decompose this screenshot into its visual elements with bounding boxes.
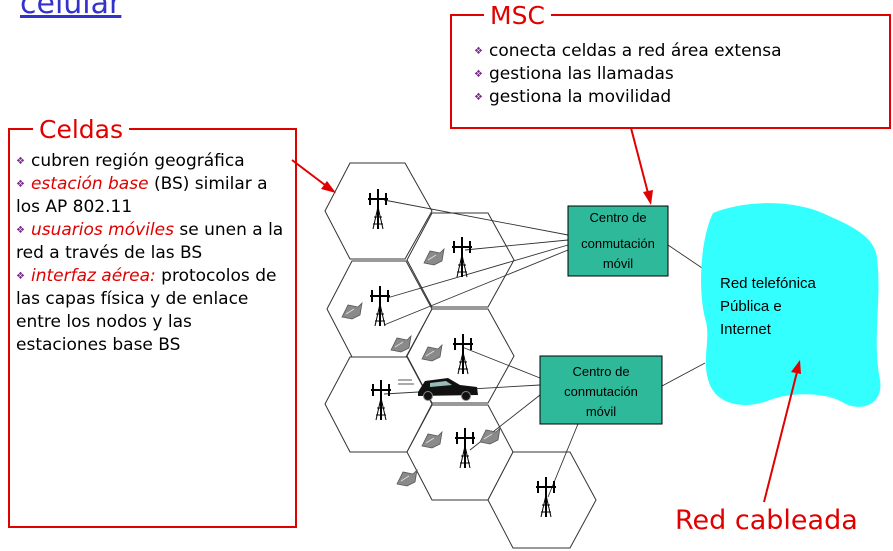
hex-cell: [324, 356, 433, 453]
arrowhead-icon: [791, 360, 801, 374]
cloud-line3: Internet: [720, 321, 772, 338]
celdas-heading: Celdas: [33, 117, 129, 142]
hex-cell: [487, 451, 597, 549]
red-arrows: [291, 127, 801, 503]
mobile-phone-icon: [396, 469, 418, 487]
arrowhead-icon: [643, 190, 653, 205]
diamond-bullet-icon: ❖: [474, 92, 483, 103]
switch1-line2: conmutación: [581, 236, 655, 251]
diamond-bullet-icon: ❖: [474, 69, 483, 80]
msc-box: [450, 14, 891, 129]
celdas-item: ❖estación base (BS) similar a los AP 802…: [16, 174, 268, 217]
switch1-line3: móvil: [603, 256, 633, 271]
switch2-line3: móvil: [586, 404, 616, 419]
msc-list: ❖conecta celdas a red área extensa ❖gest…: [474, 40, 782, 109]
cloud-line1: Red telefónica: [720, 275, 817, 292]
diamond-bullet-icon: ❖: [16, 179, 25, 190]
celdas-item: ❖interfaz aérea: protocolos de las capas…: [16, 266, 277, 355]
page-title: celular: [20, 0, 122, 21]
celdas-item: ❖cubren región geográfica: [16, 151, 245, 171]
diamond-bullet-icon: ❖: [16, 156, 25, 167]
msc-heading: MSC: [484, 3, 551, 28]
cell-hexagons: [324, 162, 597, 549]
msc-item: ❖gestiona la movilidad: [474, 87, 672, 107]
car-icon: [398, 378, 478, 401]
wired-network-label: Red cableada: [675, 505, 858, 536]
celdas-list: ❖cubren región geográfica ❖estación base…: [16, 150, 288, 357]
celdas-item: ❖usuarios móviles se unen a la red a tra…: [16, 220, 284, 263]
public-network-cloud: [701, 203, 881, 407]
switch1-line1: Centro de: [589, 210, 646, 225]
msc-item: ❖gestiona las llamadas: [474, 64, 674, 84]
switching-center-2: [539, 355, 663, 425]
celdas-box: [8, 128, 297, 528]
msc-item: ❖conecta celdas a red área extensa: [474, 41, 782, 61]
arrowhead-icon: [321, 181, 336, 193]
switch2-line2: conmutación: [564, 384, 638, 399]
cloud-line2: Pública e: [720, 298, 782, 315]
switch2-line1: Centro de: [572, 364, 629, 379]
diamond-bullet-icon: ❖: [16, 225, 25, 236]
diamond-bullet-icon: ❖: [16, 271, 25, 282]
diamond-bullet-icon: ❖: [474, 46, 483, 57]
switching-center-1: [567, 205, 669, 277]
